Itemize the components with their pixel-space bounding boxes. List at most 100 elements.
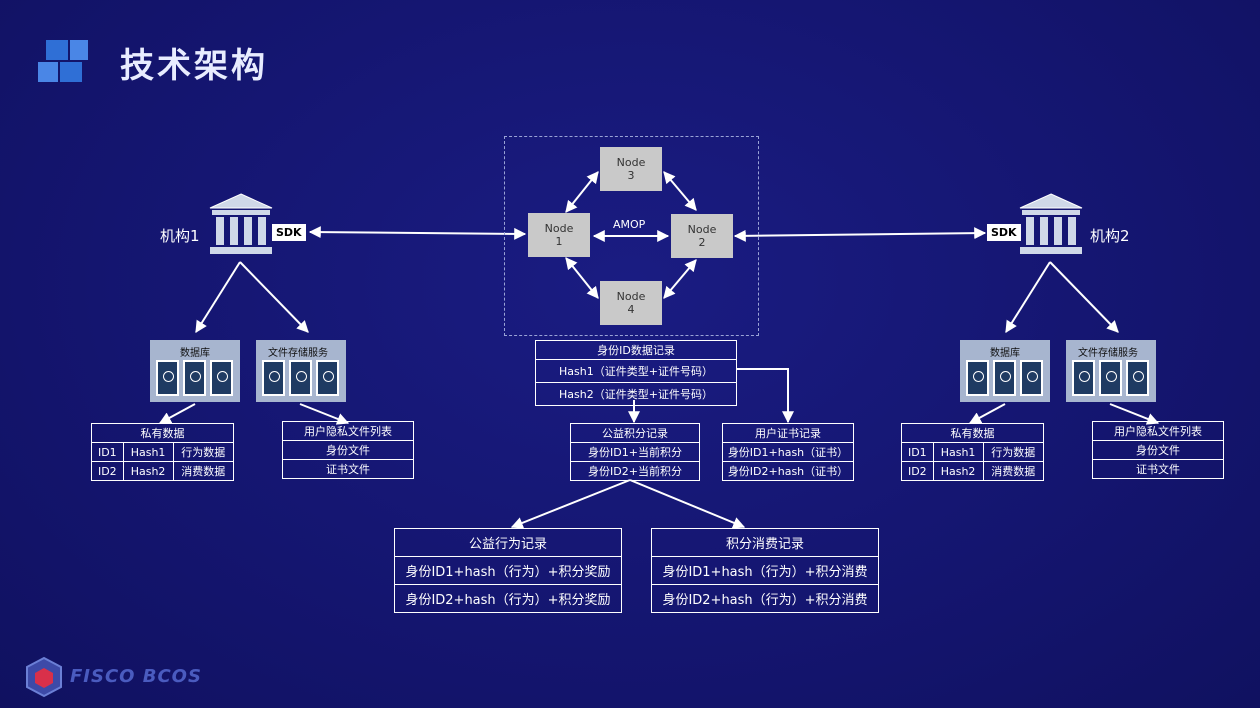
table-cell: 消费数据: [982, 461, 1044, 481]
table-header: 公益行为记录: [394, 528, 622, 557]
bank-icon: [1019, 193, 1083, 254]
safe-icon: [183, 360, 206, 396]
safe-icon: [262, 360, 285, 396]
table-cell: 身份文件: [282, 440, 414, 460]
node-number: 4: [627, 303, 635, 316]
table-cell: 身份ID1+hash（证书）: [722, 442, 854, 462]
node1-node4-arrow: [565, 257, 599, 299]
table-cell: 身份ID1+当前积分: [570, 442, 700, 462]
sdk1-to-node1-arrow: [308, 226, 527, 240]
points-to-behavior-arrow: [510, 479, 631, 529]
identity-to-cert-arrow: [737, 368, 794, 424]
identity-record-table: 身份ID数据记录 Hash1（证件类型+证件号码） Hash2（证件类型+证件号…: [535, 340, 737, 406]
bank-icon: [209, 193, 273, 254]
table-row: 身份ID1+hash（证书）: [722, 442, 854, 462]
safe-icon: [1020, 360, 1043, 396]
table-row: 身份文件: [282, 440, 414, 460]
table-cell: 消费数据: [172, 461, 234, 481]
table-cell: 身份ID1+hash（行为）+积分消费: [651, 556, 879, 585]
table-row: 身份文件: [1092, 440, 1224, 460]
file-storage-1-caption: 文件存储服务: [268, 348, 328, 359]
table-cell: ID1: [901, 442, 934, 462]
table-cell: Hash1（证件类型+证件号码）: [535, 359, 737, 383]
points-record-table: 公益积分记录 身份ID1+当前积分 身份ID2+当前积分: [570, 423, 700, 481]
node1-node3-arrow: [565, 171, 599, 213]
table-cell: 身份ID1+hash（行为）+积分奖励: [394, 556, 622, 585]
table-cell: Hash1: [932, 442, 984, 462]
safe-icon: [1099, 360, 1122, 396]
amop-label: AMOP: [613, 218, 646, 231]
table-row: 证书文件: [282, 459, 414, 479]
inst2-to-db-arrow: [1005, 261, 1051, 334]
institution-1-label: 机构1: [160, 227, 200, 245]
table-row: Hash1（证件类型+证件号码）: [535, 359, 737, 383]
inst2-to-files-arrow: [1049, 261, 1119, 333]
table-header: 身份ID数据记录: [535, 340, 737, 360]
table-row: 身份ID1+hash（行为）+积分奖励: [394, 556, 622, 585]
table-cell: Hash2: [122, 461, 174, 481]
files2-to-list-arrow: [1109, 403, 1160, 425]
node-label: Node: [544, 222, 574, 235]
fisco-bcos-logo-icon: [26, 656, 62, 698]
inst1-to-db-arrow: [195, 261, 241, 334]
table-row: 身份ID2+hash（行为）+积分消费: [651, 584, 879, 613]
table-cell: Hash2: [932, 461, 984, 481]
file-storage-1: 文件存储服务: [256, 340, 346, 402]
safe-icon: [993, 360, 1016, 396]
consume-record-table: 积分消费记录 身份ID1+hash（行为）+积分消费 身份ID2+hash（行为…: [651, 528, 879, 613]
safe-icon: [1072, 360, 1095, 396]
table-cell: ID2: [901, 461, 934, 481]
table-row: 证书文件: [1092, 459, 1224, 479]
sdk-1-label: SDK: [272, 224, 306, 241]
database-1-caption: 数据库: [180, 348, 210, 359]
node-cluster: [504, 136, 759, 336]
table-cell: ID2: [91, 461, 124, 481]
database-2-caption: 数据库: [990, 348, 1020, 359]
database-1: 数据库: [150, 340, 240, 402]
table-cell: 证书文件: [1092, 459, 1224, 479]
table-row: 身份ID2+hash（证书）: [722, 461, 854, 481]
table-row: 身份ID2+当前积分: [570, 461, 700, 481]
database-2: 数据库: [960, 340, 1050, 402]
table-cell: 证书文件: [282, 459, 414, 479]
node-number: 2: [698, 236, 706, 249]
brand-name: FISCO BCOS: [70, 666, 202, 687]
table-cell: Hash1: [122, 442, 174, 462]
table-cell: 行为数据: [172, 442, 234, 462]
table-cell: 行为数据: [982, 442, 1044, 462]
page-title: 技术架构: [120, 46, 268, 86]
title-logo-icon: [38, 40, 90, 84]
cert-record-table: 用户证书记录 身份ID1+hash（证书） 身份ID2+hash（证书）: [722, 423, 854, 481]
table-row: Hash2（证件类型+证件号码）: [535, 382, 737, 406]
node2-to-sdk2-arrow: [733, 227, 987, 242]
node-number: 3: [627, 169, 635, 182]
institution-2-label: 机构2: [1090, 227, 1130, 245]
table-row: 身份ID1+hash（行为）+积分消费: [651, 556, 879, 585]
behavior-record-table: 公益行为记录 身份ID1+hash（行为）+积分奖励 身份ID2+hash（行为…: [394, 528, 622, 613]
table-header: 积分消费记录: [651, 528, 879, 557]
node-label: Node: [616, 156, 646, 169]
node-label: Node: [616, 290, 646, 303]
table-cell: 身份ID2+hash（行为）+积分消费: [651, 584, 879, 613]
table-header: 用户隐私文件列表: [1092, 421, 1224, 441]
table-row: 身份ID1+当前积分: [570, 442, 700, 462]
safe-icon: [1126, 360, 1149, 396]
table-header: 用户证书记录: [722, 423, 854, 443]
file-storage-2-caption: 文件存储服务: [1078, 348, 1138, 359]
safe-icon: [289, 360, 312, 396]
user-files-table-2: 用户隐私文件列表 身份文件 证书文件: [1092, 421, 1224, 479]
table-header: 用户隐私文件列表: [282, 421, 414, 441]
file-storage-2: 文件存储服务: [1066, 340, 1156, 402]
table-header: 私有数据: [901, 423, 1044, 443]
db2-to-private-arrow: [968, 403, 1006, 424]
inst1-to-files-arrow: [239, 261, 309, 333]
